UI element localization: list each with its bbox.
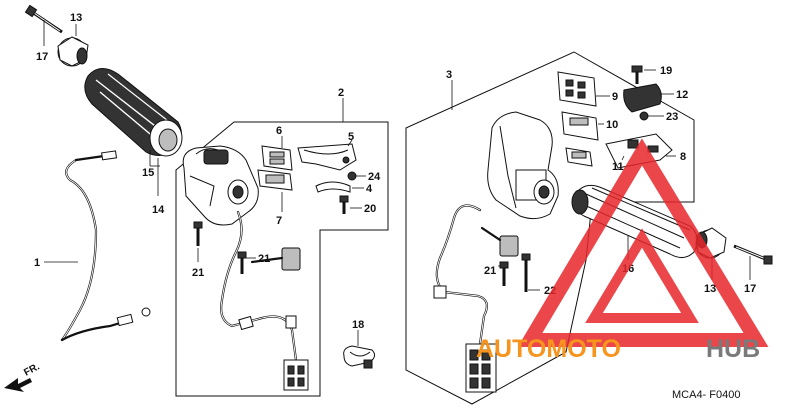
front-label: FR. <box>22 361 42 378</box>
screw-23 <box>639 111 649 121</box>
screw-21-left-b <box>237 251 247 274</box>
switch-housing-right <box>487 111 559 220</box>
switch-plate-6 <box>261 145 293 171</box>
callout-23: 23 <box>666 111 678 123</box>
callout-21-c: 21 <box>484 265 496 277</box>
switch-plate-7 <box>257 169 293 191</box>
group-2-frame <box>175 121 389 397</box>
bolt-17-right <box>733 244 773 265</box>
callout-9: 9 <box>612 91 618 103</box>
callout-12: 12 <box>676 89 688 101</box>
throttle-grip <box>84 68 183 157</box>
callout-11: 11 <box>612 161 624 173</box>
callout-7: 7 <box>276 215 282 227</box>
callout-21-b: 21 <box>258 253 270 265</box>
callout-13-right: 13 <box>704 283 716 295</box>
bracket-12 <box>623 83 662 113</box>
callout-15: 15 <box>142 167 154 179</box>
callout-6: 6 <box>276 125 282 137</box>
callout-18: 18 <box>352 319 364 331</box>
callout-2: 2 <box>338 87 344 99</box>
callout-5: 5 <box>348 131 354 143</box>
callout-3: 3 <box>446 69 452 81</box>
callout-10: 10 <box>606 119 618 131</box>
grip-end-weight-left <box>57 36 89 67</box>
harness-right <box>433 204 519 393</box>
switch-plate-10 <box>561 111 599 167</box>
bolt-17-left <box>24 4 63 34</box>
callout-17-right: 17 <box>744 283 756 295</box>
callout-1: 1 <box>34 257 40 269</box>
bracket-5 <box>297 143 357 171</box>
watermark-text-grey: HUB <box>706 335 760 363</box>
screw-21-left-a <box>193 221 203 246</box>
watermark-logo <box>517 138 769 347</box>
screw-19 <box>631 65 643 84</box>
screw-24 <box>347 171 357 181</box>
cable-band-18 <box>343 345 376 369</box>
callout-14: 14 <box>152 204 165 216</box>
harness-left <box>220 210 309 391</box>
callout-8: 8 <box>680 151 686 163</box>
screw-21-right <box>499 261 509 286</box>
figure-code: MCA4- F0400 <box>672 389 740 401</box>
callout-13-left: 13 <box>70 12 82 24</box>
callout-24: 24 <box>368 171 381 183</box>
screw-22 <box>521 253 531 292</box>
screw-20 <box>339 195 349 214</box>
switch-plate-9 <box>557 71 597 107</box>
callout-19: 19 <box>660 65 672 77</box>
watermark-text-orange: AUTOMOTO <box>476 335 621 363</box>
clamp-4 <box>315 181 351 193</box>
front-arrow-icon <box>4 378 32 392</box>
callout-17-left: 17 <box>36 51 48 63</box>
callout-20: 20 <box>364 203 376 215</box>
callout-4: 4 <box>366 183 373 195</box>
switch-housing-left <box>182 145 259 226</box>
throttle-cable <box>60 150 151 342</box>
callout-21-a: 21 <box>192 267 204 279</box>
